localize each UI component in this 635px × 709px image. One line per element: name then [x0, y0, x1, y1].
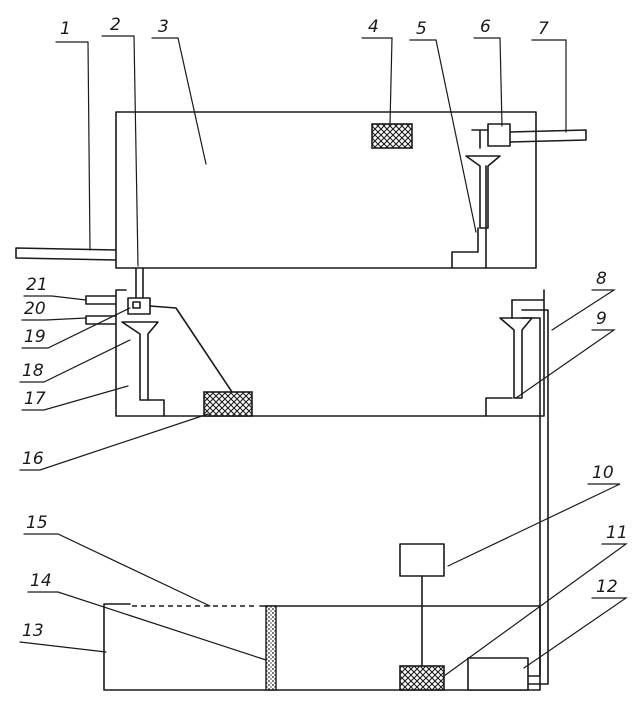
- leader-lines: [19, 35, 628, 677]
- connector-pipe-2: [135, 267, 144, 299]
- filter-block-4: [371, 123, 413, 149]
- label-19: 19: [24, 327, 46, 347]
- label-10: 10: [592, 463, 614, 483]
- float-funnel-5: [451, 155, 501, 269]
- label-15: 15: [26, 513, 48, 533]
- controller-10: [399, 543, 445, 667]
- label-21: 21: [26, 275, 48, 295]
- label-1: 1: [60, 19, 71, 39]
- label-18: 18: [22, 361, 44, 381]
- pump-12: [467, 657, 529, 691]
- label-8: 8: [596, 269, 607, 289]
- lower-tank: [103, 603, 541, 691]
- inlet-pipe-1: [15, 247, 117, 261]
- label-7: 7: [538, 19, 549, 39]
- outlet-pipe-7: [509, 129, 587, 143]
- label-5: 5: [416, 19, 427, 39]
- screen-14: [265, 605, 277, 691]
- upper-tank: [115, 111, 537, 269]
- label-13: 13: [22, 621, 44, 641]
- middle-tank: [115, 289, 545, 417]
- label-6: 6: [480, 17, 491, 37]
- valve-6: [471, 123, 511, 149]
- filter-block-11: [399, 665, 445, 691]
- label-9: 9: [596, 309, 607, 329]
- float-funnel-18: [121, 321, 165, 417]
- side-pipe-20-21: [85, 295, 117, 325]
- label-3: 3: [158, 17, 169, 37]
- label-17: 17: [24, 389, 46, 409]
- label-16: 16: [22, 449, 44, 469]
- label-14: 14: [30, 571, 52, 591]
- label-12: 12: [596, 577, 618, 597]
- label-2: 2: [110, 15, 121, 35]
- return-pipe-8: [521, 309, 549, 685]
- valve-19: [127, 297, 151, 315]
- label-20: 20: [24, 299, 46, 319]
- label-11: 11: [606, 523, 628, 543]
- label-4: 4: [368, 17, 379, 37]
- filter-block-16: [149, 305, 253, 417]
